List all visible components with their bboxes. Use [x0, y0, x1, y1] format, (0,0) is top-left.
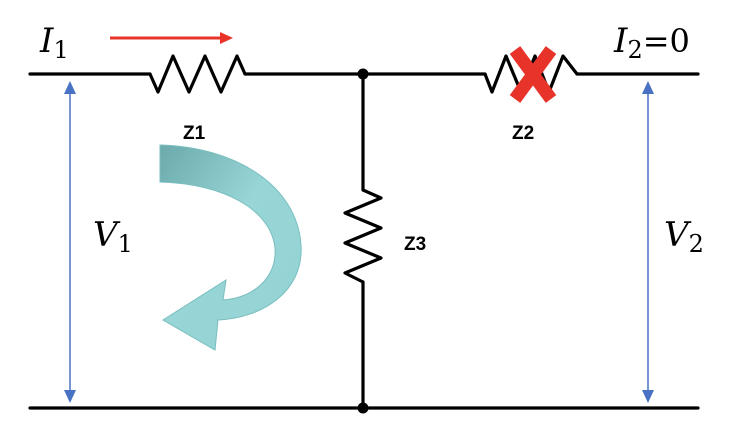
z2-label: Z2: [512, 123, 534, 144]
voltage-in-label: V1: [93, 215, 133, 258]
z2-open-cross-icon: [509, 46, 557, 103]
voltage-out-label: V2: [664, 215, 704, 258]
voltage-arrow-v2: [642, 81, 654, 403]
voltage-arrow-v1: [64, 81, 76, 403]
loop-current-arrow-icon: [159, 144, 302, 351]
current-in-label: I1: [39, 21, 69, 64]
resistor-z1: [148, 54, 247, 94]
z1-label: Z1: [183, 123, 206, 144]
z3-label: Z3: [404, 234, 426, 255]
resistor-z3: [343, 188, 383, 284]
junction-bottom: [357, 402, 369, 414]
current-out-label: I2=0: [613, 21, 690, 64]
current-direction-arrow: [110, 32, 233, 44]
junction-top: [357, 68, 369, 80]
